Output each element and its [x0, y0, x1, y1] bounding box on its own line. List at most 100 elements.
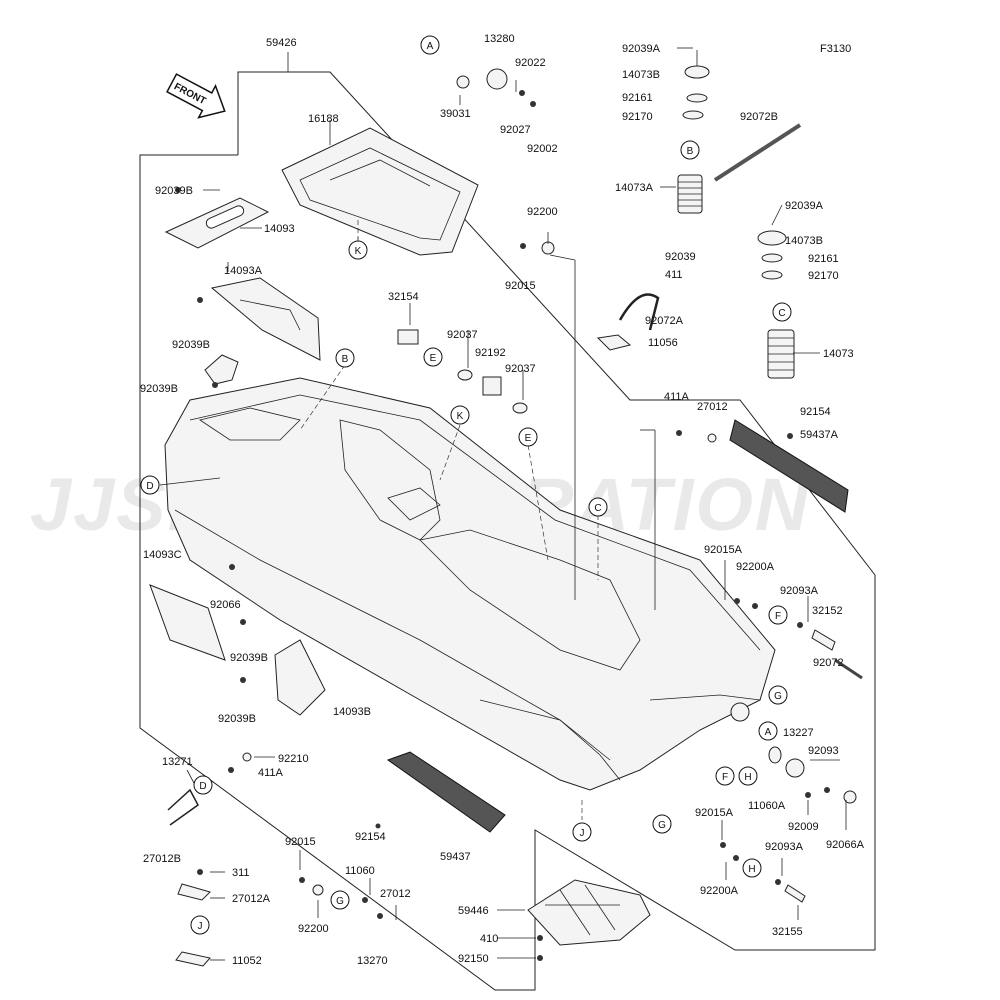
part-number: 32155	[772, 926, 803, 938]
plug-32155	[784, 884, 806, 903]
svg-text:J: J	[198, 921, 203, 932]
ring-92170-top	[682, 110, 704, 120]
svg-text:D: D	[199, 781, 206, 792]
part-number: 16188	[308, 113, 339, 125]
callout-F-right: F	[768, 605, 788, 625]
part-number: 13280	[484, 33, 515, 45]
cover-14093	[164, 197, 270, 249]
part-number: 411A	[258, 767, 284, 779]
part-number: 92022	[515, 57, 546, 69]
hull-body	[164, 377, 776, 791]
part-number: 92200A	[736, 561, 775, 573]
svg-text:D: D	[146, 481, 153, 492]
part-number: 92154	[355, 831, 386, 843]
ring-92161-top	[686, 93, 708, 103]
svg-text:F: F	[775, 611, 781, 622]
part-number: 92072B	[740, 111, 778, 123]
plate-27012A	[177, 883, 211, 901]
part-number: 92093A	[765, 841, 804, 853]
part-number: 92015A	[695, 807, 734, 819]
svg-text:E: E	[525, 433, 532, 444]
part-number: 92009	[788, 821, 819, 833]
part-number: 92015	[285, 836, 316, 848]
callout-K-top: K	[348, 240, 368, 260]
part-number: 92150	[458, 953, 489, 965]
part-number: 14093	[264, 223, 295, 235]
part-number: 13227	[783, 727, 814, 739]
panel-14093C	[149, 584, 226, 661]
callout-D-hull: D	[140, 475, 160, 495]
part-number: 27012	[697, 401, 728, 413]
cover-14093A	[210, 277, 321, 361]
hardware-fasteners	[175, 68, 830, 961]
part-number: 92039	[665, 251, 696, 263]
part-number: 11052	[232, 955, 262, 967]
callout-A-top: A	[420, 35, 440, 55]
svg-text:G: G	[336, 896, 344, 907]
part-number: 92015	[505, 280, 536, 292]
part-number: 92161	[622, 92, 653, 104]
part-number: 13270	[357, 955, 388, 967]
part-number: 14073B	[785, 235, 823, 247]
part-number: 11060A	[748, 800, 786, 812]
part-number: 14073B	[622, 69, 660, 81]
part-number: 92039B	[155, 185, 193, 197]
tube-92072	[834, 658, 863, 680]
callout-A-hull: A	[758, 721, 778, 741]
part-number: 14093C	[143, 549, 182, 561]
callout-F-hull: F	[715, 766, 735, 786]
callout-D-group: D	[193, 775, 213, 795]
part-number: 32154	[388, 291, 419, 303]
ring-92161-right	[761, 253, 783, 263]
panel-14093B	[274, 639, 326, 716]
part-number: 92037	[447, 329, 478, 341]
callout-G-group: G	[330, 890, 350, 910]
part-number: 13271	[162, 756, 193, 768]
part-number: 92200A	[700, 885, 739, 897]
svg-text:H: H	[744, 772, 751, 783]
svg-text:E: E	[430, 353, 437, 364]
callout-H-hull: H	[738, 766, 758, 786]
grate-59437	[386, 751, 506, 833]
part-number: 92015A	[704, 544, 743, 556]
part-number: 92039A	[785, 200, 824, 212]
part-number: 27012B	[143, 853, 181, 865]
part-number: 92072	[813, 657, 844, 669]
hull-assembly-frame	[139, 71, 876, 991]
latch-13271	[167, 788, 199, 826]
part-number: 92093	[808, 745, 839, 757]
svg-text:K: K	[457, 411, 464, 422]
callout-G-right: G	[768, 685, 788, 705]
callout-G-hull: G	[652, 814, 672, 834]
clamp-11056	[596, 334, 632, 351]
callout-C-top: C	[772, 302, 792, 322]
tube-92072A	[618, 293, 660, 331]
part-number-labels: 59426 16188 92039B 14093 14093A 92039B 9…	[140, 33, 865, 967]
svg-text:A: A	[765, 727, 772, 738]
part-number: 92039B	[230, 652, 268, 664]
valve-13227	[785, 758, 857, 804]
callout-J-group: J	[190, 915, 210, 935]
part-number: 92066	[210, 599, 241, 611]
callout-B-hull: B	[335, 348, 355, 368]
svg-text:J: J	[580, 828, 585, 839]
part-number: 92027	[500, 124, 531, 136]
svg-text:B: B	[687, 146, 694, 157]
callout-B-top: B	[680, 140, 700, 160]
svg-text:G: G	[658, 820, 666, 831]
part-number: 411A	[664, 391, 690, 403]
callout-H-group: H	[742, 858, 762, 878]
part-number: 92066A	[826, 839, 865, 851]
svg-text:C: C	[594, 503, 601, 514]
callout-C-hull: C	[588, 497, 608, 517]
part-number: 14073	[823, 348, 854, 360]
svg-text:A: A	[427, 41, 434, 52]
grate-59437A	[729, 419, 849, 513]
callout-E-top: E	[423, 347, 443, 367]
part-number: 92170	[808, 270, 839, 282]
plug-32152	[811, 629, 836, 651]
part-number: 311	[232, 867, 250, 879]
svg-text:B: B	[342, 354, 349, 365]
front-arrow-icon: FRONT	[166, 73, 226, 119]
